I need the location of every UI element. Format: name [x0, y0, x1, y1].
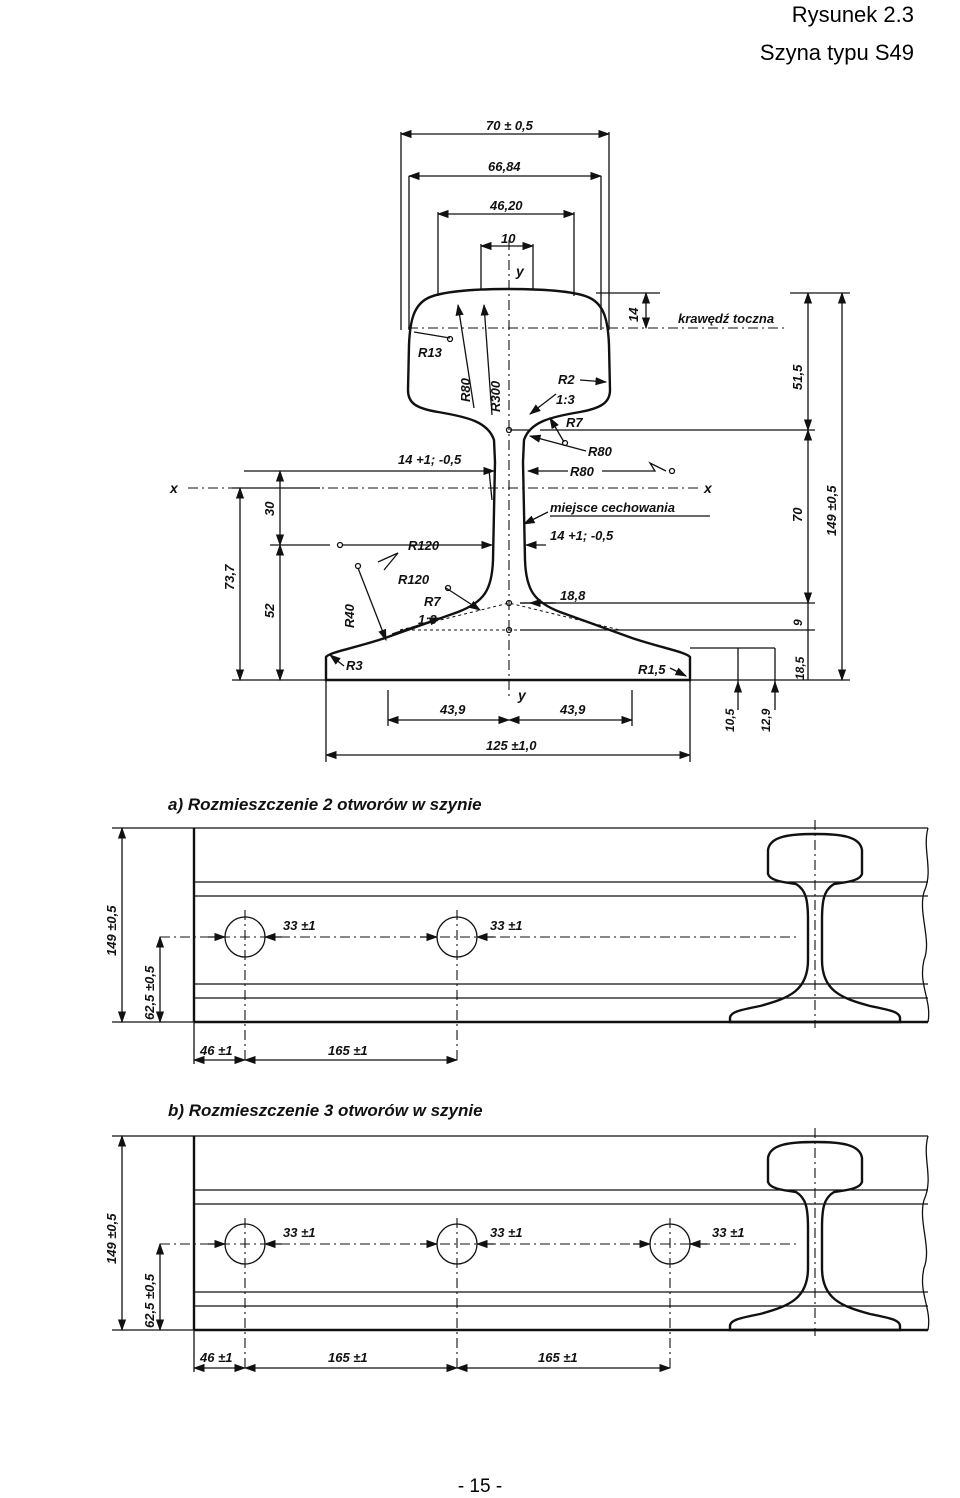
- label-r3: R3: [346, 658, 363, 673]
- label-r13: R13: [418, 345, 443, 360]
- label-slope-head: 1:3: [556, 392, 576, 407]
- rail-cross-section: 70 ± 0,5 66,84 46,20 10 y y x x 14 krawę…: [169, 118, 850, 762]
- label-dim-30: 30: [262, 501, 277, 516]
- label-a-dia-2: 33 ±1: [490, 918, 522, 933]
- label-dim-737: 73,7: [222, 564, 237, 590]
- label-dim-185: 18,5: [793, 656, 807, 680]
- label-head-width: 70 ± 0,5: [486, 118, 534, 133]
- label-axis-y-bottom: y: [517, 687, 527, 703]
- label-b-spacing-2: 165 ±1: [328, 1350, 368, 1365]
- label-r80-right-b: R80: [570, 464, 595, 479]
- label-r15: R1,5: [638, 662, 666, 677]
- label-b-height: 149 ±0,5: [104, 1213, 119, 1264]
- label-r80-right-a: R80: [588, 444, 613, 459]
- label-crown-center: 10: [501, 231, 516, 246]
- label-a-height: 149 ±0,5: [104, 905, 119, 956]
- label-r80-head: R80: [458, 377, 473, 402]
- label-r7-foot: R7: [424, 594, 441, 609]
- label-dim-515: 51,5: [790, 364, 805, 390]
- label-running-depth: 14: [626, 307, 641, 322]
- label-b-hole-height: 62,5 ±0,5: [142, 1273, 157, 1328]
- label-r120-b: R120: [398, 572, 430, 587]
- label-axis-x-left: x: [169, 480, 179, 496]
- label-r2: R2: [558, 372, 575, 387]
- label-web-low: 18,8: [560, 588, 586, 603]
- label-dim-70: 70: [790, 507, 805, 522]
- rail-profile: [324, 287, 692, 682]
- label-b-dia-3: 33 ±1: [712, 1225, 744, 1240]
- label-a-spacing-2: 165 ±1: [328, 1043, 368, 1058]
- figure-number: Rysunek 2.3: [791, 2, 914, 27]
- label-marking-place: miejsce cechowania: [550, 500, 675, 515]
- label-running-edge: krawędź toczna: [678, 311, 774, 326]
- label-axis-x-right: x: [703, 480, 713, 496]
- label-b-spacing-1: 46 ±1: [199, 1350, 232, 1365]
- label-b-dia-2: 33 ±1: [490, 1225, 522, 1240]
- label-head-inner: 66,84: [488, 159, 521, 174]
- label-dim-129: 12,9: [759, 708, 773, 732]
- view-b: b) Rozmieszczenie 3 otworów w szynie 33 …: [104, 1101, 930, 1373]
- label-r40: R40: [342, 603, 357, 628]
- label-crown: 46,20: [489, 198, 523, 213]
- label-dim-52: 52: [262, 603, 277, 618]
- label-web-thickness-right: 14 +1; -0,5: [550, 528, 614, 543]
- label-a-hole-height: 62,5 ±0,5: [142, 965, 157, 1020]
- page-number: - 15 -: [457, 1476, 503, 1497]
- label-half-left: 43,9: [439, 702, 466, 717]
- label-total-height: 149 ±0,5: [824, 485, 839, 536]
- label-half-right: 43,9: [559, 702, 586, 717]
- label-axis-y-top: y: [515, 263, 525, 279]
- label-b-spacing-3: 165 ±1: [538, 1350, 578, 1365]
- caption-b: b) Rozmieszczenie 3 otworów w szynie: [168, 1101, 483, 1120]
- caption-a: a) Rozmieszczenie 2 otworów w szynie: [168, 795, 482, 814]
- figure-title: Szyna typu S49: [759, 40, 914, 65]
- view-a: a) Rozmieszczenie 2 otworów w szynie 33 …: [104, 795, 930, 1065]
- label-web-thickness-top: 14 +1; -0,5: [398, 452, 462, 467]
- label-dim-105: 10,5: [723, 708, 737, 732]
- label-dim-9: 9: [791, 619, 805, 626]
- label-b-dia-1: 33 ±1: [283, 1225, 315, 1240]
- label-a-spacing-1: 46 ±1: [199, 1043, 232, 1058]
- label-foot-width: 125 ±1,0: [486, 738, 537, 753]
- label-r7-head: R7: [566, 415, 583, 430]
- label-a-dia-1: 33 ±1: [283, 918, 315, 933]
